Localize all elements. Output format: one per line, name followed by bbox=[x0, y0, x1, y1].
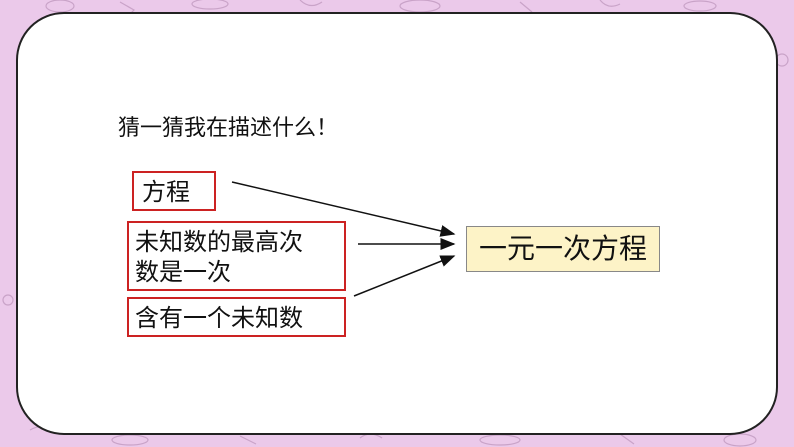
answer-label: 一元一次方程 bbox=[478, 232, 647, 265]
clue-label-highest-degree-line1: 未知数的最高次 bbox=[135, 228, 303, 256]
page-title: 猜一猜我在描述什么！ bbox=[118, 116, 339, 141]
clue-label-equation: 方程 bbox=[142, 178, 190, 206]
clue-box-highest-degree: 未知数的最高次 数是一次 bbox=[127, 221, 346, 291]
clue-box-one-unknown: 含有一个未知数 bbox=[127, 297, 346, 337]
clue-box-equation: 方程 bbox=[132, 171, 216, 211]
clue-label-highest-degree-line2: 数是一次 bbox=[135, 258, 231, 286]
clue-label-one-unknown: 含有一个未知数 bbox=[135, 304, 303, 332]
answer-box: 一元一次方程 bbox=[466, 226, 660, 272]
